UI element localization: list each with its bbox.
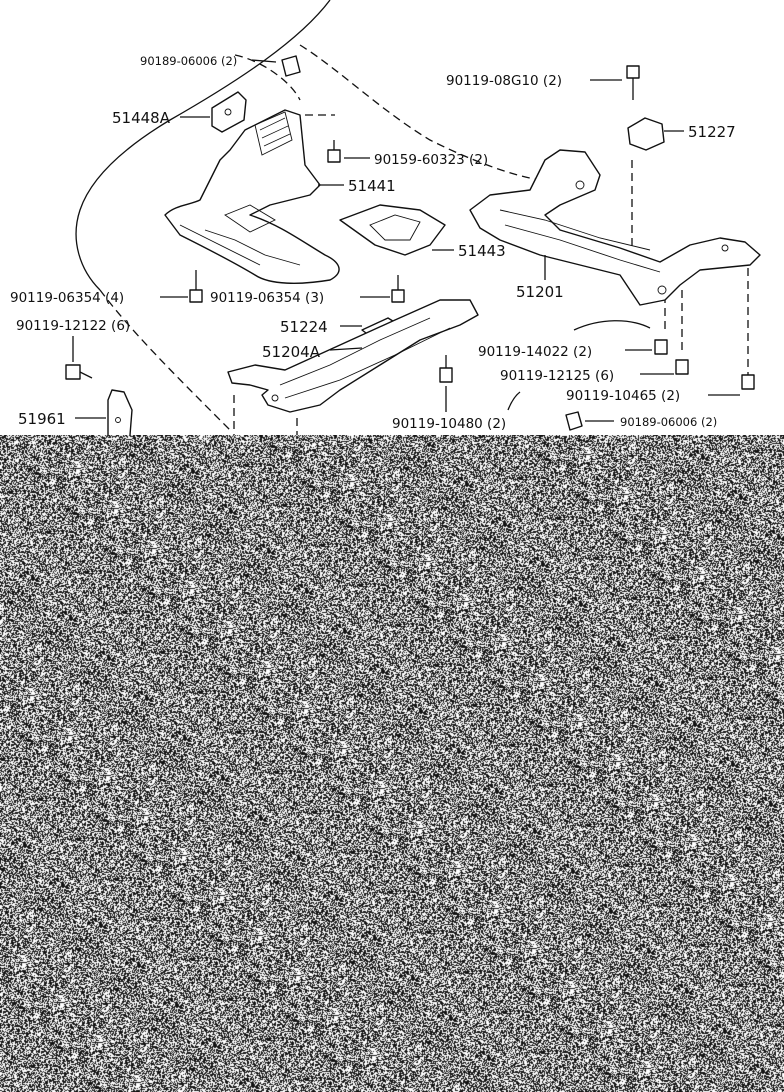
vehicle-body-outline: [75, 0, 749, 435]
fastener-bolt-06354-left: [189, 270, 203, 303]
label-51227: 51227: [688, 123, 736, 141]
part-51227-mount: [627, 117, 665, 151]
label-90119-14022: 90119-14022 (2): [478, 344, 592, 360]
label-51441: 51441: [348, 177, 396, 195]
fastener-bolt-12122: [65, 364, 93, 380]
label-90119-10480: 90119-10480 (2): [392, 416, 506, 432]
fastener-clip-top: [281, 55, 301, 77]
part-51448a-bracket: [211, 91, 247, 133]
label-51443: 51443: [458, 242, 506, 260]
label-90119-10465: 90119-10465 (2): [566, 388, 680, 404]
part-51443-cover-plate: [339, 204, 446, 256]
leader-lines: [72, 59, 740, 422]
fastener-bolt-06354-right: [391, 275, 405, 303]
part-51441-under-cover: [164, 109, 340, 284]
part-51204a-member: [227, 299, 479, 413]
label-90119-06354-4: 90119-06354 (4): [10, 290, 124, 306]
label-90119-12122: 90119-12122 (6): [16, 318, 130, 334]
parts-diagram: 90189-06006 (2) 90119-08G10 (2) 51448A 5…: [0, 0, 784, 435]
fastener-bolt-12125: [675, 359, 689, 375]
static-noise-area: [0, 435, 784, 1092]
label-90189-06006-top: 90189-06006 (2): [140, 54, 237, 68]
label-51961: 51961: [18, 410, 66, 428]
label-90189-06006-bottom: 90189-06006 (2): [620, 415, 717, 429]
label-90119-08g10: 90119-08G10 (2): [446, 73, 562, 89]
label-51448a: 51448A: [112, 109, 171, 127]
fastener-bolt-60323: [327, 140, 341, 163]
label-90119-06354-3: 90119-06354 (3): [210, 290, 324, 306]
label-51201: 51201: [516, 283, 564, 301]
label-90159-60323: 90159-60323 (2): [374, 152, 488, 168]
fastener-bolt-10480: [439, 355, 453, 383]
label-51204a: 51204A: [262, 343, 321, 361]
fastener-clip-bottom: [565, 411, 583, 431]
fastener-bolt-14022: [654, 339, 668, 355]
fastener-bolt-08g10: [626, 65, 640, 100]
fastener-bolt-10465: [741, 374, 755, 390]
label-90119-12125: 90119-12125 (6): [500, 368, 614, 384]
label-51224: 51224: [280, 318, 328, 336]
part-51961-bracket: [107, 389, 133, 435]
part-51201-crossmember: [469, 149, 761, 306]
